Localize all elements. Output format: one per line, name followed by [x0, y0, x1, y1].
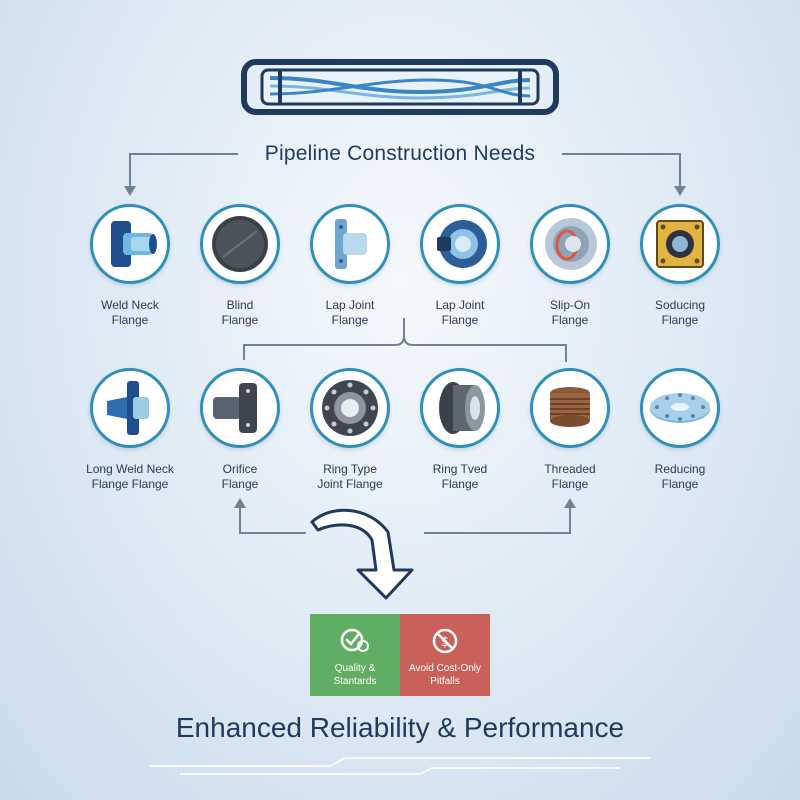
lap-joint-flange-icon	[420, 204, 500, 284]
flange-label: Long Weld Neck Flange Flange	[86, 462, 174, 491]
flange-node-weld-neck: Weld Neck Flange	[70, 204, 190, 328]
quality-standards-badge: Quality & Stantards	[310, 614, 400, 696]
no-dollar-icon: $	[432, 628, 458, 654]
flange-node-ring-tved: Ring Tved Flange	[400, 368, 520, 492]
flange-label: Blind Flange	[221, 298, 259, 327]
badge-label: Quality & Stantards	[333, 663, 377, 687]
blind-flange-icon	[200, 204, 280, 284]
flange-node-reducing: Reducing Flange	[620, 368, 740, 492]
reducing-flange-icon	[640, 368, 720, 448]
weld-neck-flange-icon	[90, 204, 170, 284]
badge-label: Avoid Cost-Only Pitfalls	[408, 663, 482, 687]
flange-label: Ring Type Joint Flange	[317, 462, 383, 491]
ring-flange-icon	[420, 368, 500, 448]
flange-label: Lap Joint Flange	[435, 298, 485, 327]
orifice-flange-icon	[200, 368, 280, 448]
flange-label: Orifice Flange	[221, 462, 259, 491]
down-arrow-icon	[310, 508, 414, 600]
pipe-header-icon	[241, 59, 559, 115]
footer-heading: Enhanced Reliability & Performance	[175, 712, 625, 743]
flange-label: Soducing Flange	[654, 298, 706, 327]
flange-node-blind: Blind Flange	[180, 204, 300, 328]
threaded-flange-icon	[530, 368, 610, 448]
ring-type-joint-flange-icon	[310, 368, 390, 448]
lap-joint-flange-icon	[310, 204, 390, 284]
flange-node-lap-joint-1: Lap Joint Flange	[290, 204, 410, 328]
flange-label: Weld Neck Flange	[101, 298, 159, 327]
square-flange-icon	[640, 204, 720, 284]
outcome-badges: Quality & Stantards $ Avoid Cost-Only Pi…	[310, 614, 490, 696]
flange-node-slip-on: Slip-On Flange	[510, 204, 630, 328]
page-title: Pipeline Construction Needs	[264, 142, 536, 165]
flange-node-threaded: Threaded Flange	[510, 368, 630, 492]
long-weld-neck-flange-icon	[90, 368, 170, 448]
flange-label: Lap Joint Flange	[325, 298, 375, 327]
flange-label: Ring Tved Flange	[432, 462, 488, 491]
flange-label: Slip-On Flange	[549, 298, 590, 327]
avoid-cost-badge: $ Avoid Cost-Only Pitfalls	[400, 614, 490, 696]
flange-node-ring-type-joint: Ring Type Joint Flange	[290, 368, 410, 492]
flange-node-soducing: Soducing Flange	[620, 204, 740, 328]
flange-node-orifice: Orifice Flange	[180, 368, 300, 492]
flange-node-lap-joint-2: Lap Joint Flange	[400, 204, 520, 328]
flange-node-long-weld-neck: Long Weld Neck Flange Flange	[70, 368, 190, 492]
flange-label: Threaded Flange	[544, 462, 596, 491]
svg-text:$: $	[441, 635, 449, 650]
flange-label: Reducing Flange	[654, 462, 706, 491]
check-gear-icon	[340, 628, 369, 652]
slip-on-flange-icon	[530, 204, 610, 284]
